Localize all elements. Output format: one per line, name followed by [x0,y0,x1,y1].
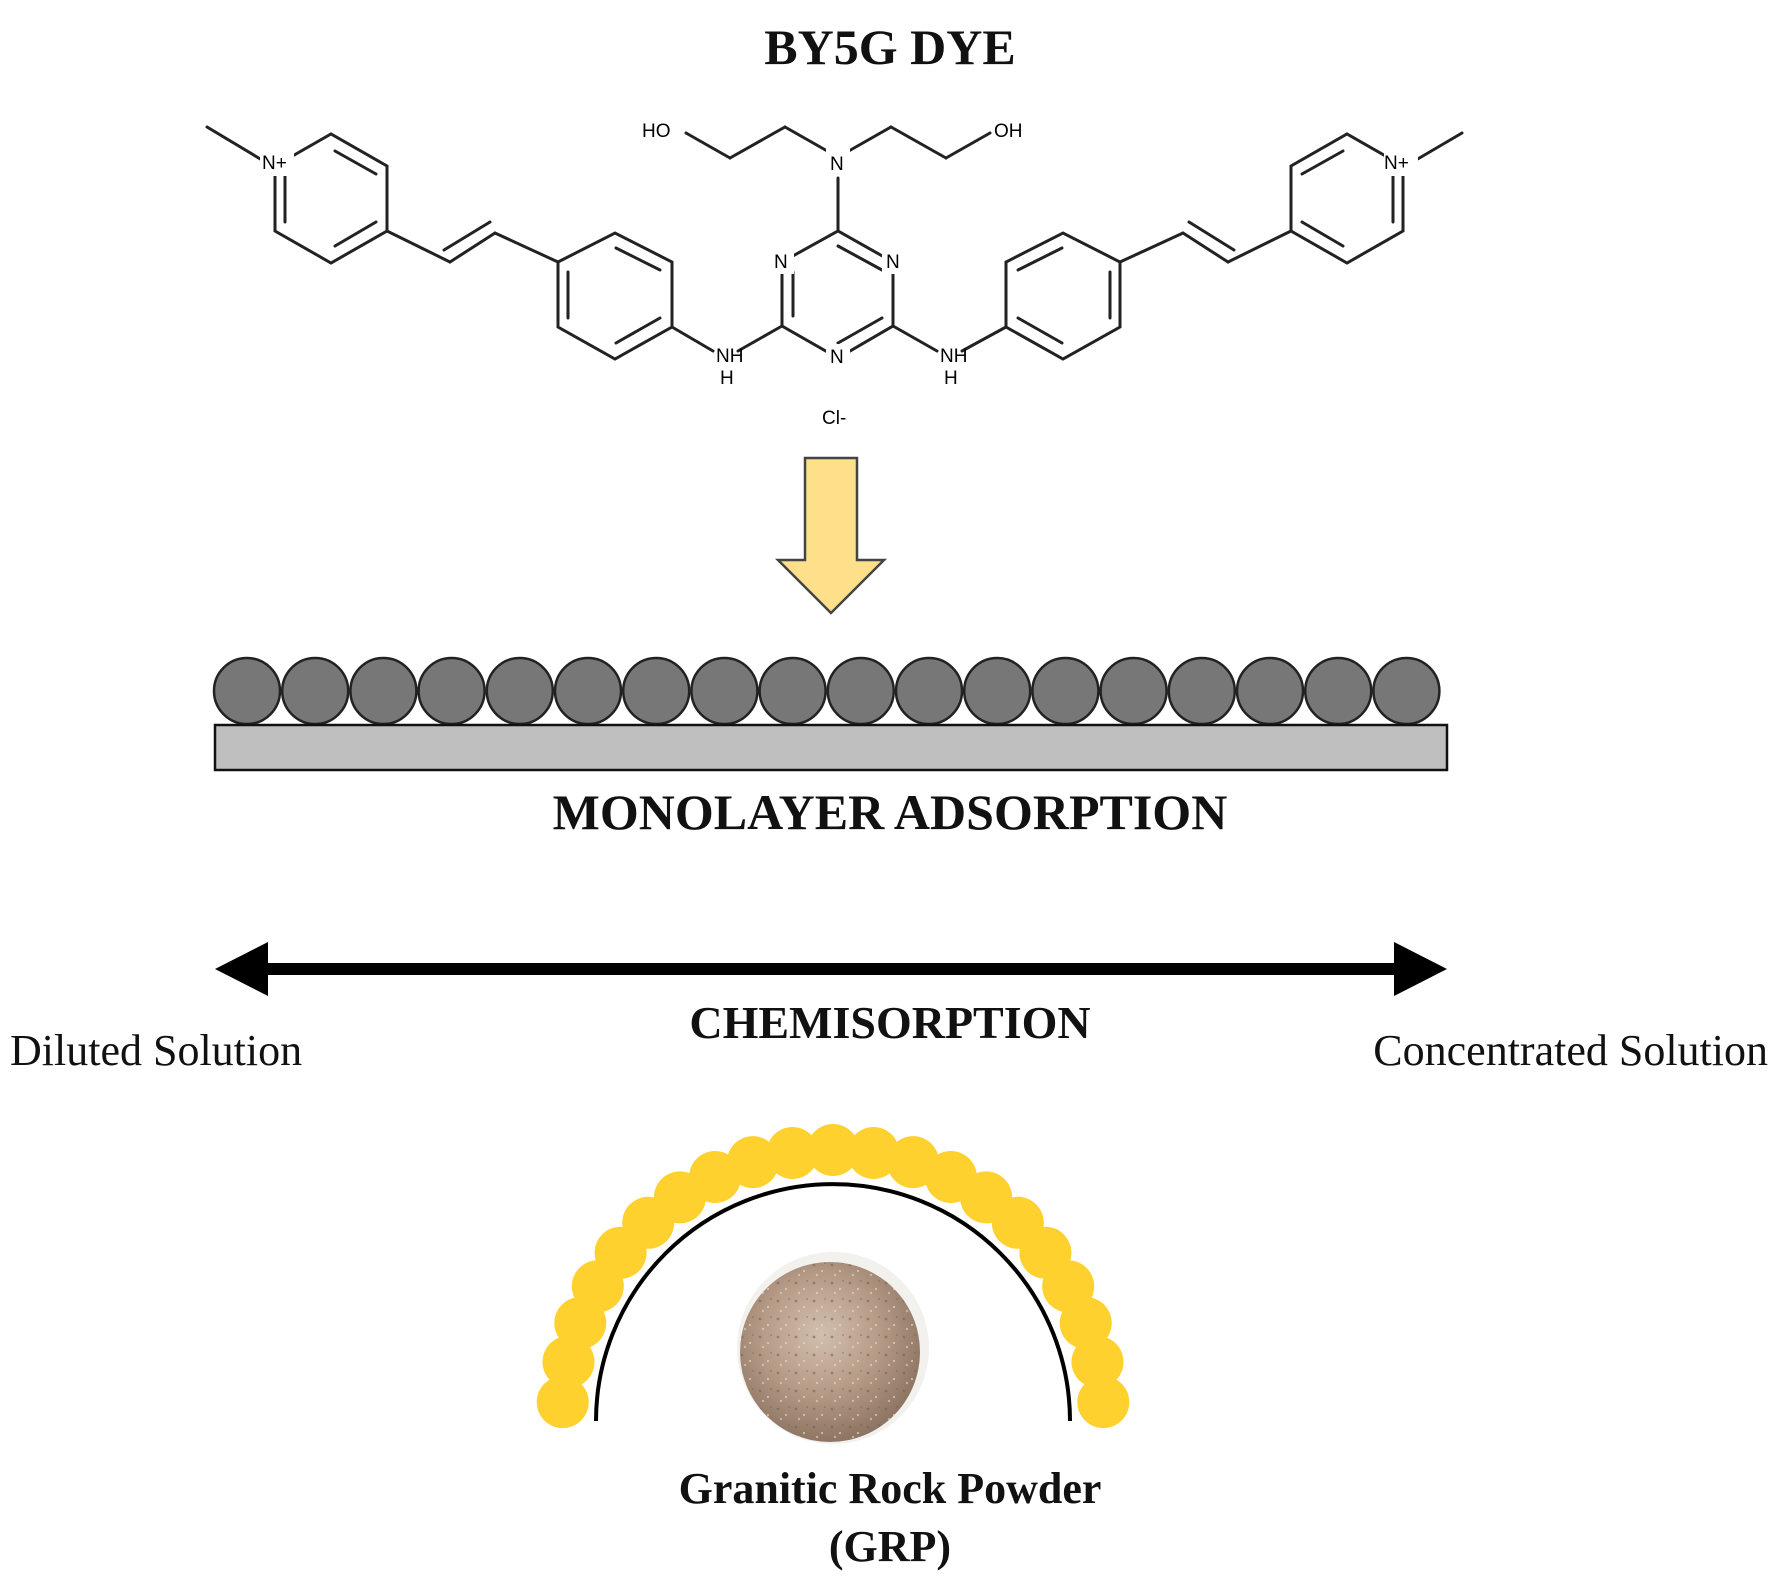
dye-molecule-sphere [807,1124,859,1176]
atom-ho: HO [642,121,671,142]
atom-nh-left: NH [716,346,743,367]
down-arrow-icon [774,456,888,615]
dye-molecule-sphere [726,1136,779,1189]
dye-molecule-sphere [766,1127,819,1179]
chemisorption-title: CHEMISORPTION [689,997,1091,1048]
adsorbed-molecule-sphere [962,656,1032,726]
dye-molecule-sphere [1071,1335,1124,1388]
dye-molecule-sphere [1077,1376,1130,1429]
arrow-left-head-icon [215,942,268,996]
monolayer-spheres [212,656,1441,726]
adsorbed-molecule-sphere [621,656,691,726]
atom-n-ring-right: N [886,252,900,273]
dye-molecule-structure [205,125,1464,361]
adsorbed-molecule-sphere [553,656,623,726]
atom-h-right: H [944,368,958,389]
counterion-label: Cl- [822,408,846,429]
grp-title: Granitic Rock Powder (GRP) [0,1460,1780,1576]
adsorbed-molecule-sphere [1167,656,1237,726]
adsorbed-molecule-sphere [212,656,282,726]
adsorbed-molecule-sphere [1372,656,1441,726]
adsorbed-molecule-sphere [417,656,486,726]
adsorbed-molecule-sphere [349,656,418,726]
adsorbed-molecule-sphere [826,656,896,726]
grp-title-line1: Granitic Rock Powder [678,1464,1102,1513]
grp-particle-surface [594,1182,1072,1422]
dye-molecule-sphere [536,1376,589,1429]
atom-h-left: H [720,368,734,389]
adsorbed-molecule-sphere [280,656,350,726]
atom-n-plus-right: N+ [1384,153,1409,174]
adsorbed-molecule-sphere [1099,656,1168,726]
concentration-double-arrow [215,942,1447,996]
concentrated-solution-label: Concentrated Solution [1373,1026,1768,1075]
grp-powder-image [737,1252,929,1444]
adsorbed-dye-spheres [536,1124,1130,1429]
adsorbed-molecule-sphere [894,656,964,726]
adsorbed-molecule-sphere [1303,656,1373,726]
adsorbed-molecule-sphere [1235,656,1305,726]
grp-title-line2: (GRP) [828,1522,952,1571]
diluted-solution-label: Diluted Solution [10,1026,303,1075]
molecule-atom-labels: N+ N+ HO OH N N N N NH H NH H Cl- [262,121,1409,429]
arrow-right-head-icon [1394,942,1447,996]
atom-n-ring-bottom: N [830,347,844,368]
atom-n-amine: N [830,154,844,175]
adsorbed-molecule-sphere [1031,656,1100,726]
adsorbed-molecule-sphere [485,656,555,726]
atom-oh: OH [994,121,1023,142]
atom-n-ring-left: N [774,252,788,273]
adsorbed-molecule-sphere [758,656,827,726]
adsorbed-molecule-sphere [690,656,759,726]
atom-nh-right: NH [940,346,967,367]
dye-title: BY5G DYE [764,19,1016,75]
adsorbent-surface [213,723,1449,772]
atom-n-plus-left: N+ [262,153,287,174]
monolayer-adsorption-title: MONOLAYER ADSORPTION [552,784,1228,840]
dye-molecule-sphere [847,1127,900,1179]
